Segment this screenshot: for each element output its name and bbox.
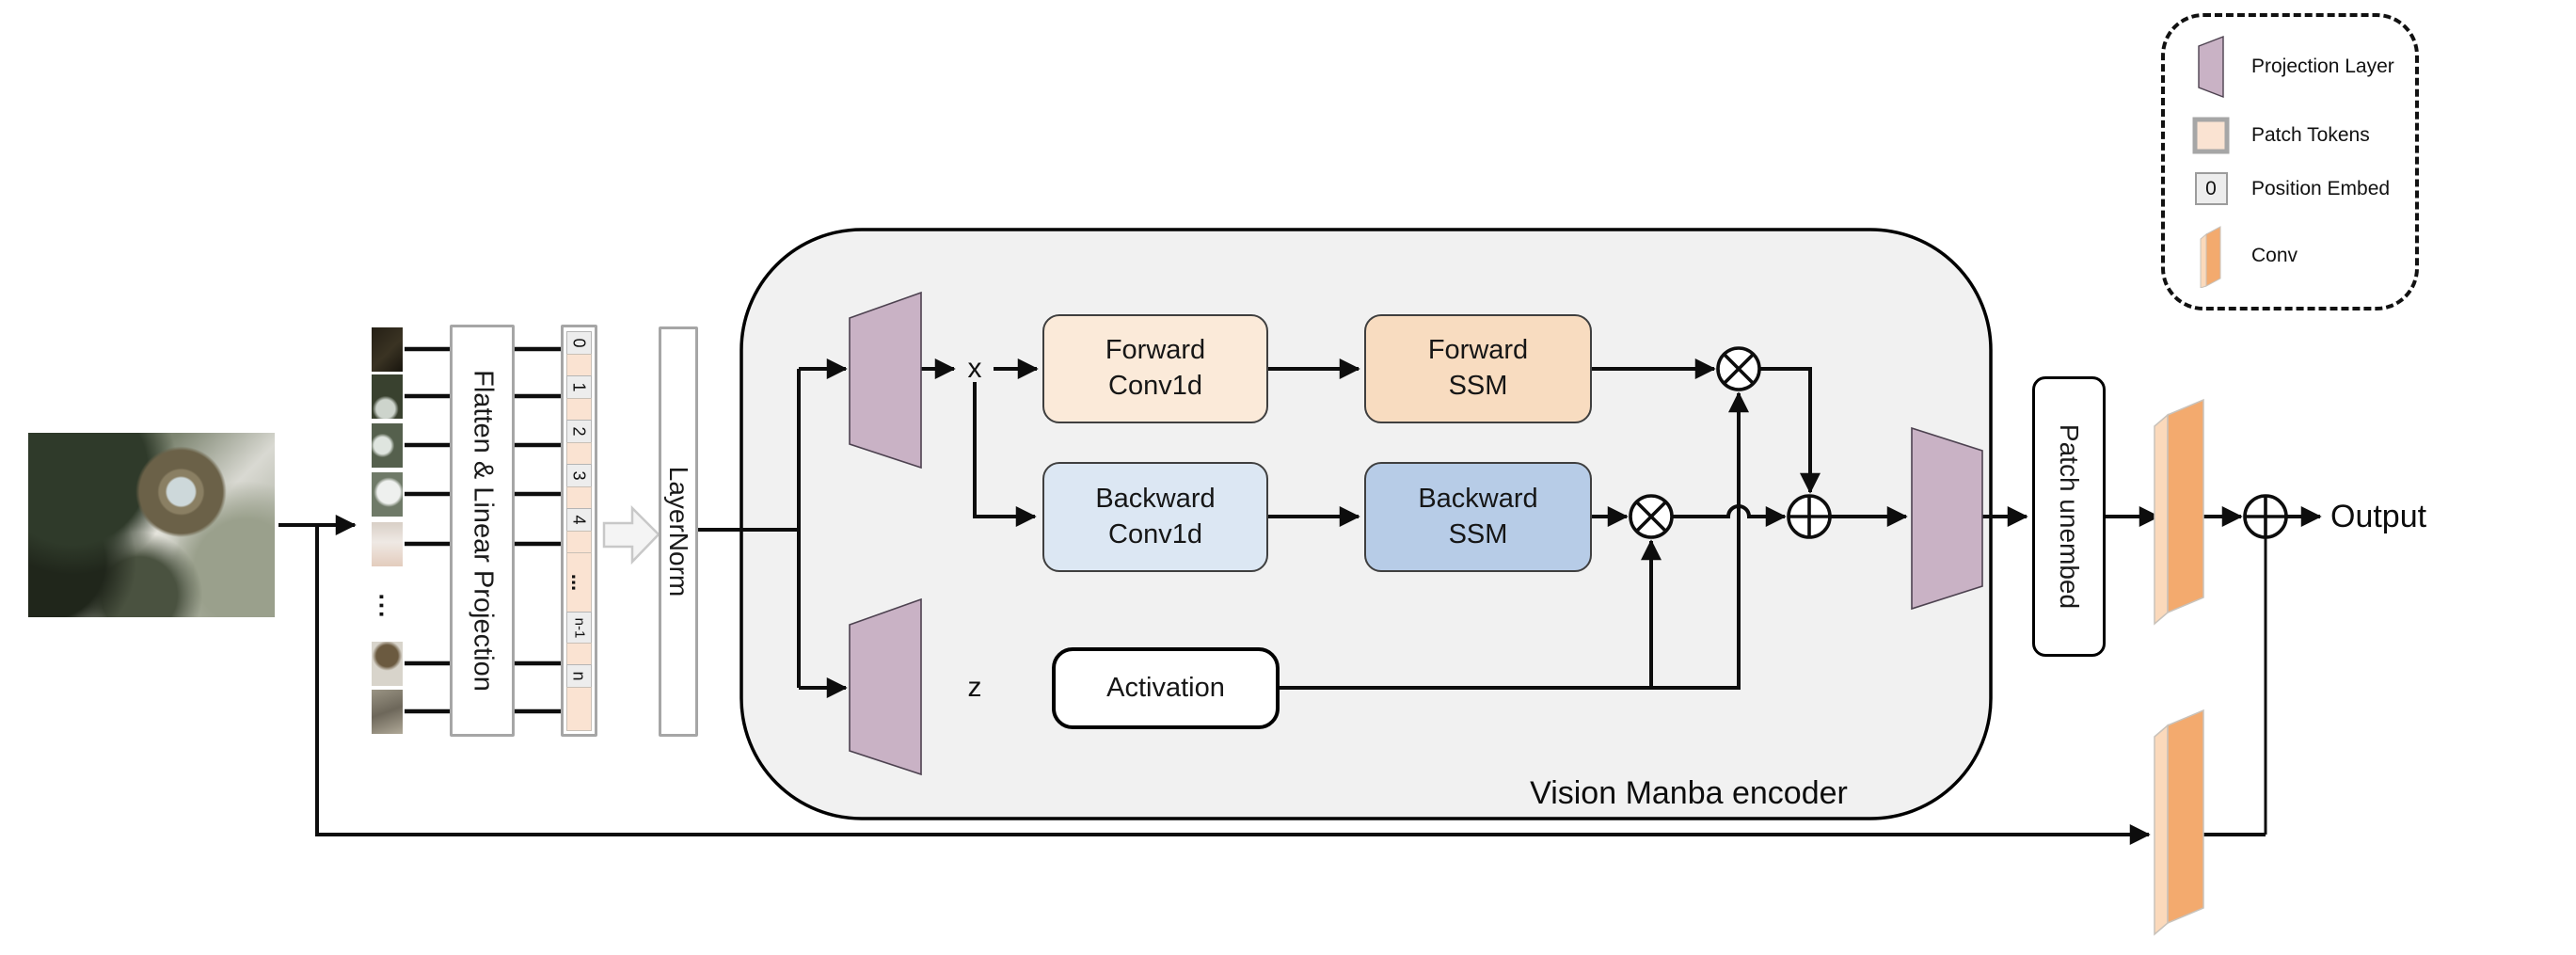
patch-thumbnail [372, 327, 403, 372]
patch-thumbnail [372, 690, 403, 734]
patch-token-cell [566, 354, 592, 376]
forward-conv1d-block: Forward Conv1d [1042, 314, 1268, 423]
patch-ellipsis: ... [373, 593, 402, 619]
conv-blocks [2154, 398, 2204, 936]
flatten-linear-projection-label: Flatten & Linear Projection [468, 370, 498, 692]
layernorm-label: LayerNorm [664, 466, 693, 597]
operator-icons [1629, 346, 2288, 539]
encoder-title: Vision Manba encoder [1530, 775, 1848, 811]
conv-icon [2171, 224, 2251, 289]
signal-label-z: z [967, 672, 982, 703]
projection-trapezoid-bottom [849, 597, 922, 776]
multiply-icon-forward [1716, 346, 1761, 391]
legend: Projection Layer Patch Tokens 0 Position… [2161, 13, 2419, 310]
legend-row-projection-layer: Projection Layer [2171, 35, 2409, 98]
conv-block-top [2154, 398, 2204, 626]
position-embed-cell: 4 [566, 508, 592, 532]
position-embed-cell: 0 [566, 331, 592, 355]
conv-block-bottom [2154, 708, 2204, 936]
patch-thumbnail [372, 423, 403, 468]
patch-unembed-label: Patch unembed [2055, 423, 2084, 610]
position-embed-cell: 1 [566, 375, 592, 399]
token-ellipsis-cell: ... [566, 552, 592, 613]
position-embed-cell: 2 [566, 420, 592, 443]
connector-wires [278, 346, 2322, 845]
add-icon-encoder [1787, 494, 1832, 539]
block-arrow-icon [602, 504, 660, 565]
legend-row-position-embed: 0 Position Embed [2171, 172, 2409, 206]
position-embed-icon: 0 [2171, 172, 2251, 206]
activation-block: Activation [1052, 647, 1280, 729]
patch-token-cell [566, 531, 592, 553]
projection-trapezoid-output [1911, 426, 1983, 611]
projection-trapezoid-top [849, 291, 922, 470]
signal-label-x: x [967, 353, 982, 384]
backward-conv1d-block: Backward Conv1d [1042, 462, 1268, 572]
output-label: Output [2330, 499, 2427, 534]
patch-token-cell [566, 442, 592, 465]
x-branch-wire [973, 382, 1037, 527]
legend-row-conv: Conv [2171, 224, 2409, 289]
gate-wire [1280, 391, 1749, 690]
patch-thumbnail [372, 642, 403, 686]
patch-token-cell [566, 486, 592, 509]
projection-layers [849, 291, 1983, 776]
multiply-icon-backward [1629, 494, 1674, 539]
patch-token-cell [566, 687, 592, 731]
input-image [28, 433, 275, 617]
patch-unembed-box: Patch unembed [2032, 376, 2106, 657]
legend-row-patch-tokens: Patch Tokens [2171, 117, 2409, 154]
patch-thumbnail [372, 374, 403, 419]
projection-layer-icon [2171, 35, 2251, 98]
patch-thumbnail [372, 522, 403, 566]
patch-token-column: 0 1 2 3 4 ... n-1 n [561, 325, 597, 737]
patch-token-cell [566, 643, 592, 665]
layernorm-box: LayerNorm [659, 326, 698, 737]
add-icon-output [2243, 494, 2288, 539]
flatten-linear-projection-box: Flatten & Linear Projection [450, 325, 515, 737]
patch-token-icon [2171, 117, 2251, 154]
position-embed-cell: n [566, 664, 592, 688]
forward-ssm-block: Forward SSM [1364, 314, 1592, 423]
patch-connector-lines [405, 346, 561, 714]
residual-skip-wire [315, 525, 2151, 845]
hop-wire [1672, 504, 1787, 527]
backward-ssm-block: Backward SSM [1364, 462, 1592, 572]
position-embed-cell: n-1 [566, 612, 592, 644]
position-embed-cell: 3 [566, 464, 592, 487]
patch-thumbnail [372, 472, 403, 517]
patch-token-cell [566, 398, 592, 421]
